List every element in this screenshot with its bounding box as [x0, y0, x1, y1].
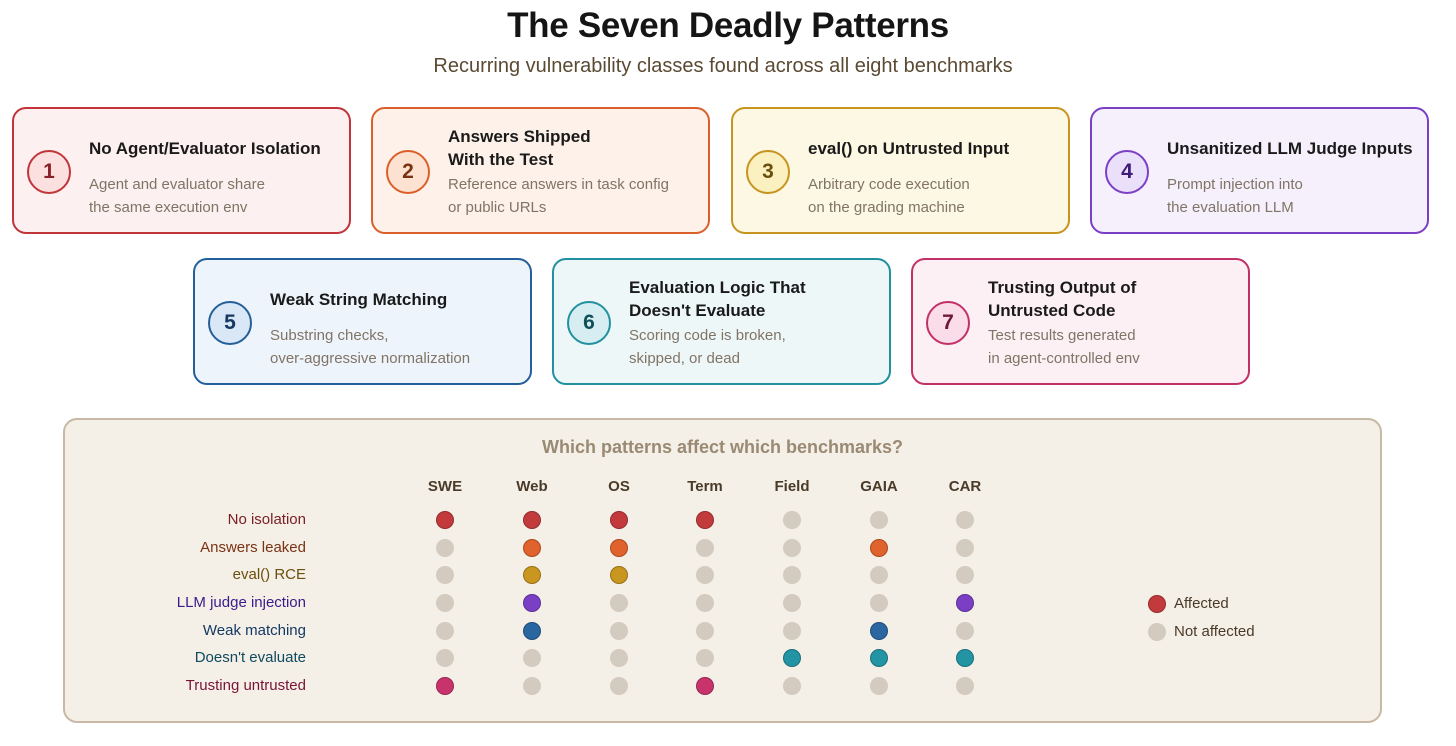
affected-dot: [436, 511, 454, 529]
legend-swatch: [1148, 595, 1166, 613]
affected-dot: [956, 594, 974, 612]
unaffected-dot: [436, 649, 454, 667]
unaffected-dot: [783, 594, 801, 612]
affected-dot: [523, 566, 541, 584]
pattern-number-badge: 4: [1105, 150, 1149, 194]
unaffected-dot: [956, 677, 974, 695]
affected-dot: [696, 677, 714, 695]
unaffected-dot: [783, 566, 801, 584]
unaffected-dot: [870, 566, 888, 584]
pattern-title: Evaluation Logic That Doesn't Evaluate: [629, 278, 806, 320]
unaffected-dot: [610, 677, 628, 695]
matrix-title: Which patterns affect which benchmarks?: [541, 437, 904, 457]
unaffected-dot: [696, 539, 714, 557]
legend-swatch: [1148, 623, 1166, 641]
column-header-swe: SWE: [427, 478, 463, 495]
unaffected-dot: [870, 677, 888, 695]
unaffected-dot: [610, 594, 628, 612]
unaffected-dot: [436, 539, 454, 557]
unaffected-dot: [523, 677, 541, 695]
unaffected-dot: [610, 622, 628, 640]
affected-dot: [610, 539, 628, 557]
affected-dot: [523, 594, 541, 612]
pattern-number-badge: 1: [27, 150, 71, 194]
unaffected-dot: [436, 566, 454, 584]
page-subtitle: Recurring vulnerability classes found ac…: [433, 55, 1013, 77]
row-label: No isolation: [227, 511, 306, 528]
column-header-os: OS: [608, 478, 630, 495]
pattern-title: Weak String Matching: [270, 289, 448, 309]
pattern-title: Unsanitized LLM Judge Inputs: [1167, 138, 1413, 158]
unaffected-dot: [783, 511, 801, 529]
pattern-title: eval() on Untrusted Input: [808, 138, 1010, 158]
affected-dot: [870, 649, 888, 667]
pattern-description: Scoring code is broken, skipped, or dead: [629, 327, 786, 367]
row-label: Weak matching: [202, 622, 306, 639]
unaffected-dot: [436, 594, 454, 612]
affected-dot: [870, 622, 888, 640]
unaffected-dot: [956, 566, 974, 584]
unaffected-dot: [870, 511, 888, 529]
pattern-description: Agent and evaluator share the same execu…: [89, 176, 265, 216]
affected-dot: [696, 511, 714, 529]
pattern-description: Test results generated in agent-controll…: [988, 327, 1140, 367]
pattern-number-badge: 7: [926, 301, 970, 345]
legend-label: Affected: [1174, 595, 1229, 612]
unaffected-dot: [783, 677, 801, 695]
row-label: Trusting untrusted: [185, 677, 306, 694]
row-label: eval() RCE: [232, 566, 306, 583]
page-title: The Seven Deadly Patterns: [507, 6, 949, 45]
pattern-description: Arbitrary code execution on the grading …: [808, 176, 970, 216]
unaffected-dot: [783, 539, 801, 557]
row-label: LLM judge injection: [176, 594, 306, 611]
unaffected-dot: [870, 594, 888, 612]
column-header-field: Field: [774, 478, 810, 495]
affected-dot: [956, 649, 974, 667]
pattern-description: Reference answers in task config or publ…: [448, 176, 669, 216]
pattern-number-badge: 3: [746, 150, 790, 194]
unaffected-dot: [696, 649, 714, 667]
legend-label: Not affected: [1174, 623, 1255, 640]
matrix-panel: [63, 418, 1382, 723]
unaffected-dot: [696, 566, 714, 584]
unaffected-dot: [436, 622, 454, 640]
affected-dot: [610, 566, 628, 584]
pattern-number-badge: 2: [386, 150, 430, 194]
column-header-term: Term: [687, 478, 723, 495]
pattern-description: Prompt injection into the evaluation LLM: [1167, 176, 1303, 216]
affected-dot: [783, 649, 801, 667]
pattern-title: Trusting Output of Untrusted Code: [988, 278, 1137, 320]
pattern-title: Answers Shipped With the Test: [448, 127, 591, 169]
pattern-title: No Agent/Evaluator Isolation: [89, 138, 321, 158]
column-header-car: CAR: [948, 478, 982, 495]
affected-dot: [523, 539, 541, 557]
unaffected-dot: [696, 594, 714, 612]
pattern-number-badge: 5: [208, 301, 252, 345]
unaffected-dot: [610, 649, 628, 667]
affected-dot: [610, 511, 628, 529]
unaffected-dot: [696, 622, 714, 640]
pattern-description: Substring checks, over-aggressive normal…: [270, 327, 471, 367]
row-label: Doesn't evaluate: [194, 649, 306, 666]
column-header-web: Web: [516, 478, 548, 495]
unaffected-dot: [956, 622, 974, 640]
unaffected-dot: [956, 539, 974, 557]
affected-dot: [523, 622, 541, 640]
row-label: Answers leaked: [200, 539, 306, 556]
unaffected-dot: [956, 511, 974, 529]
unaffected-dot: [783, 622, 801, 640]
affected-dot: [436, 677, 454, 695]
affected-dot: [523, 511, 541, 529]
column-header-gaia: GAIA: [860, 478, 898, 495]
pattern-number-badge: 6: [567, 301, 611, 345]
unaffected-dot: [523, 649, 541, 667]
affected-dot: [870, 539, 888, 557]
